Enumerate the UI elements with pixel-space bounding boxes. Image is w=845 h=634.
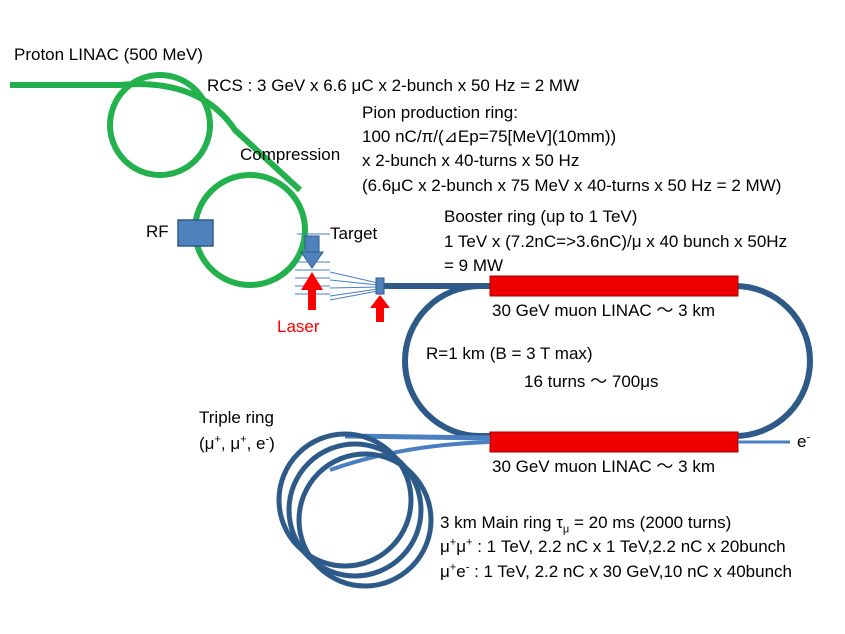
pion-beam-lines bbox=[329, 271, 379, 301]
mumu-label: μ+μ+ : 1 TeV, 2.2 nC x 1 TeV,2.2 nC x 20… bbox=[440, 536, 786, 556]
laser-label: Laser bbox=[277, 317, 320, 336]
target-arrow bbox=[300, 251, 324, 269]
electron-label: e- bbox=[797, 431, 811, 451]
linac-bottom-bar bbox=[489, 431, 739, 453]
injection-block bbox=[375, 277, 385, 295]
injection-arrow bbox=[370, 295, 390, 308]
triple-particles: (μ+, μ+, e-) bbox=[199, 433, 275, 453]
radius-label: R=1 km (B = 3 T max) bbox=[426, 344, 593, 363]
triple-ring bbox=[276, 431, 434, 589]
booster-line1: 1 TeV x (7.2nC=>3.6nC)/μ x 40 bunch x 50… bbox=[444, 232, 788, 251]
target-label: Target bbox=[330, 224, 378, 243]
laser-arrow bbox=[301, 272, 323, 290]
pion-title: Pion production ring: bbox=[362, 103, 518, 122]
compression-label: Compression bbox=[240, 145, 341, 164]
target-block bbox=[304, 235, 320, 253]
turns-label: 16 turns ～ 700μs bbox=[524, 372, 659, 391]
pion-line2: x 2-bunch x 40-turns x 50 Hz bbox=[362, 151, 580, 170]
mue-label: μ+e- : 1 TeV, 2.2 nC x 30 GeV,10 nC x 40… bbox=[440, 561, 792, 581]
proton-linac-label: Proton LINAC (500 MeV) bbox=[14, 45, 203, 64]
linac-top-bar bbox=[489, 275, 739, 297]
rf-cavity bbox=[177, 219, 214, 247]
pion-line3: (6.6μC x 2-bunch x 75 MeV x 40-turns x 5… bbox=[362, 176, 782, 195]
rcs-label: RCS : 3 GeV x 6.6 μC x 2-bunch x 50 Hz =… bbox=[207, 76, 580, 95]
rf-label: RF bbox=[146, 222, 169, 241]
linac-bottom-label: 30 GeV muon LINAC ～ 3 km bbox=[492, 457, 715, 476]
linac-top-label: 30 GeV muon LINAC ～ 3 km bbox=[492, 301, 715, 320]
booster-line2: = 9 MW bbox=[444, 256, 504, 275]
booster-title: Booster ring (up to 1 TeV) bbox=[444, 207, 638, 226]
pion-line1: 100 nC/π/(⊿Ep=75[MeV](10mm)) bbox=[362, 127, 617, 146]
triple-title: Triple ring bbox=[199, 408, 274, 427]
main-ring-label: 3 km Main ring τμ = 20 ms (2000 turns) bbox=[440, 513, 732, 536]
rcs-ring bbox=[107, 72, 213, 178]
